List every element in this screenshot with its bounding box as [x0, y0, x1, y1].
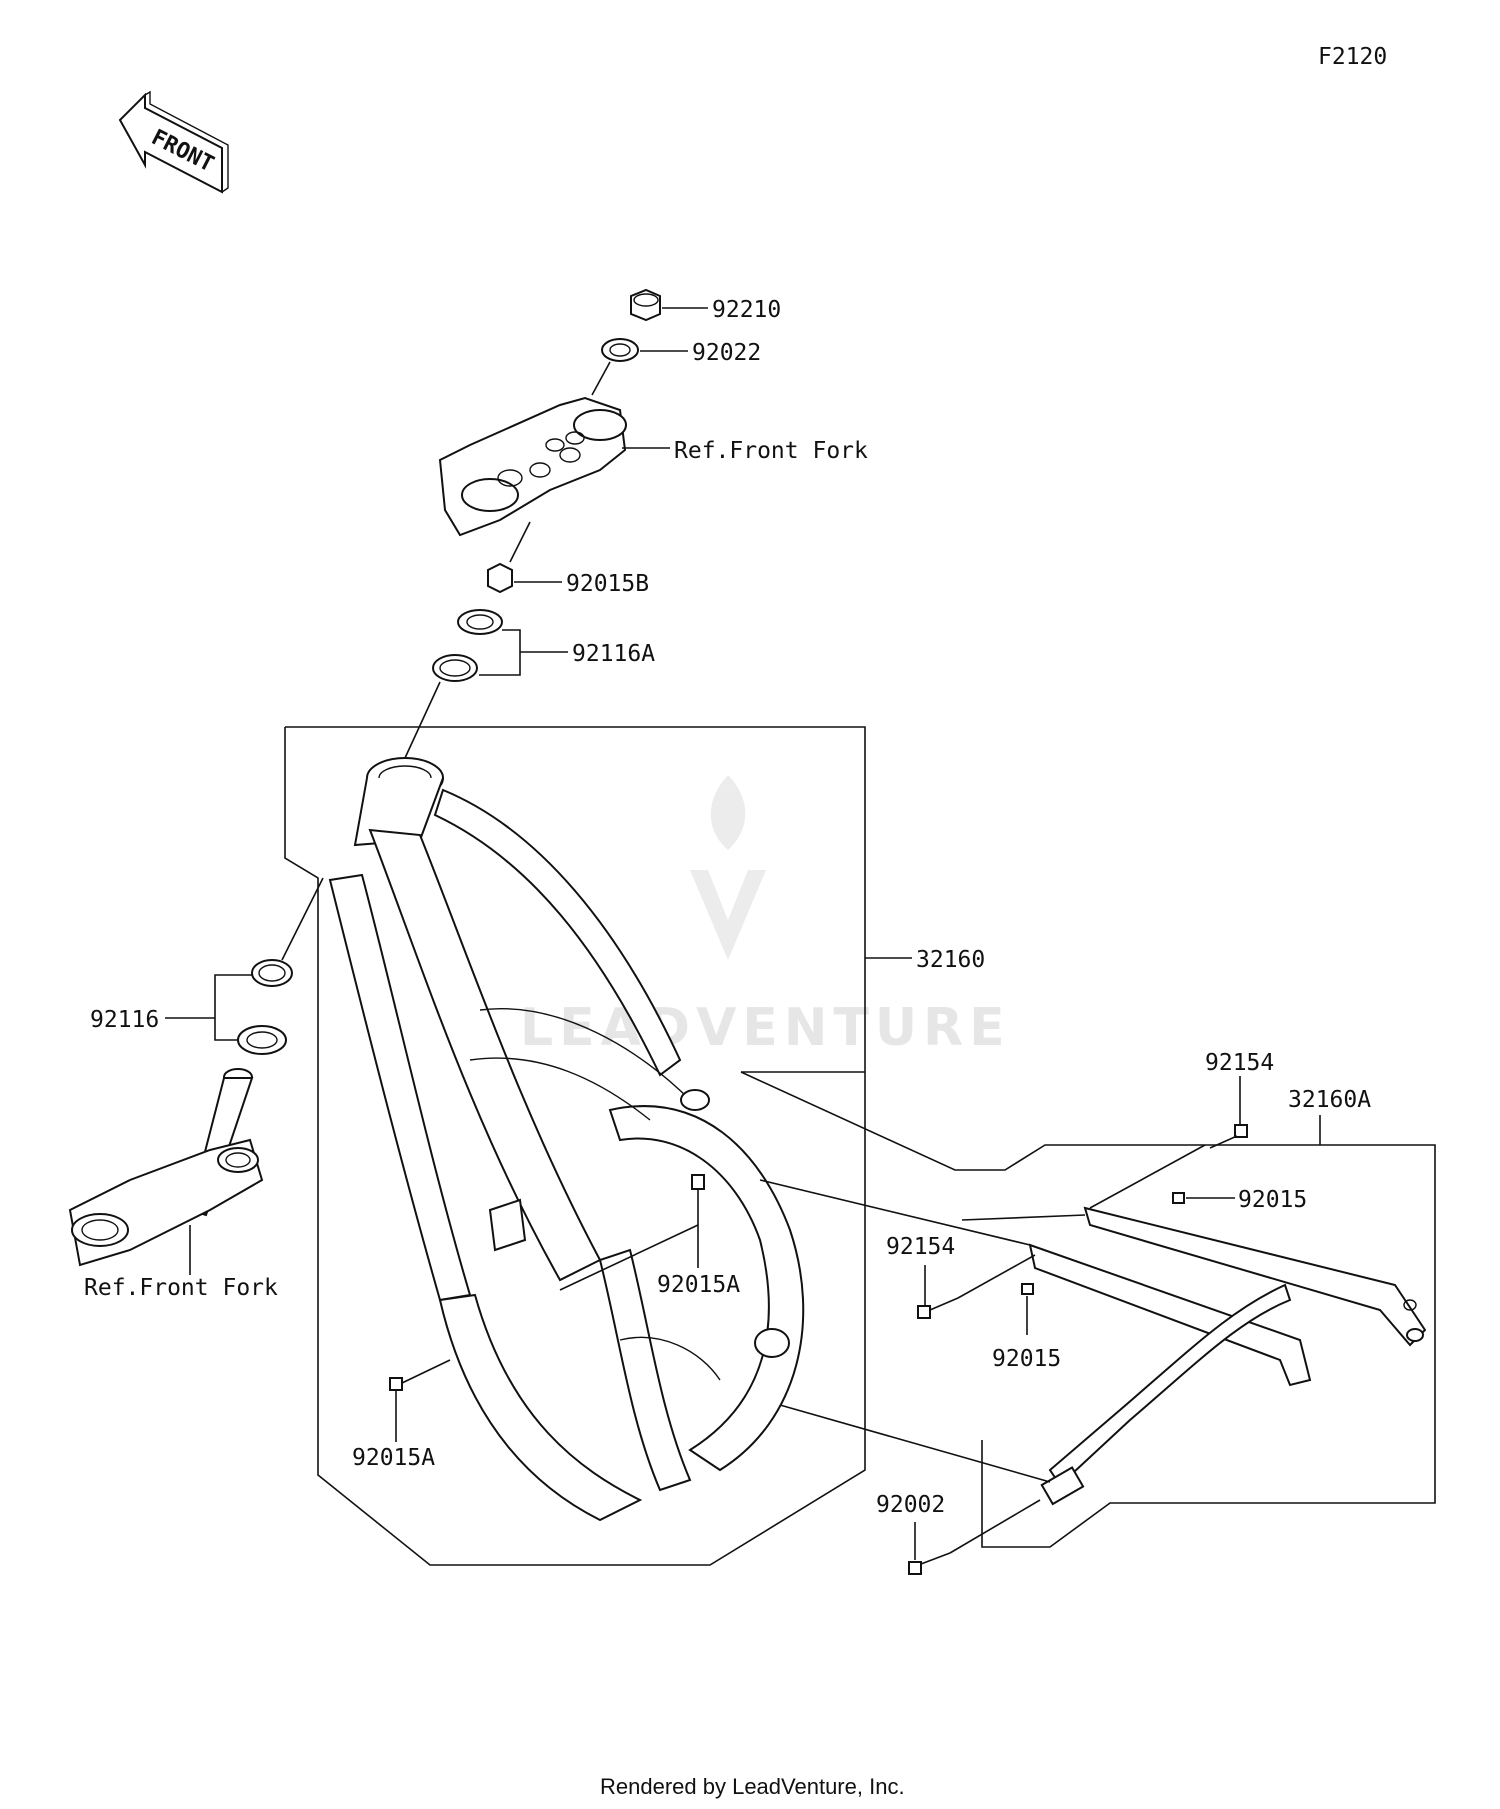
lower-bearing-part — [237, 959, 293, 1055]
callout-92015a-center: 92015A — [657, 1272, 740, 1298]
callout-ref-front-fork-lower: Ref.Front Fork — [84, 1275, 278, 1301]
subframe-part — [1028, 1206, 1427, 1506]
bolt-92015a-center-part — [691, 1174, 705, 1200]
front-arrow-icon: FRONT — [118, 90, 229, 194]
callout-92154-left: 92154 — [886, 1234, 955, 1260]
callout-92015b: 92015B — [566, 571, 649, 597]
washer-part — [601, 338, 639, 362]
nut-92015b-part — [487, 562, 513, 594]
upper-bearing-part — [432, 609, 503, 682]
bolt-92002-part — [908, 1552, 951, 1575]
watermark-text: LEADVENTURE — [520, 998, 1011, 1058]
lower-triple-clamp-part — [68, 1068, 264, 1267]
leadventure-watermark: LEADVENTURE — [520, 775, 1011, 1058]
upper-triple-clamp-part — [438, 396, 627, 537]
callout-92154-top: 92154 — [1205, 1050, 1274, 1076]
footer-credit: Rendered by LeadVenture, Inc. — [600, 1774, 905, 1799]
callout-32160: 32160 — [916, 947, 985, 973]
callout-92002: 92002 — [876, 1492, 945, 1518]
main-frame-part — [328, 757, 805, 1522]
callout-92015a-lower: 92015A — [352, 1445, 435, 1471]
callout-92116: 92116 — [90, 1007, 159, 1033]
bolt-92154-top-part — [1209, 1124, 1248, 1149]
callout-92116a: 92116A — [572, 641, 655, 667]
callout-92015-below: 92015 — [992, 1346, 1061, 1372]
callout-32160a: 32160A — [1288, 1087, 1371, 1113]
callout-ref-front-fork-upper: Ref.Front Fork — [674, 438, 868, 464]
page-code: F2120 — [1318, 44, 1387, 70]
callout-92022: 92022 — [692, 340, 761, 366]
callout-92210: 92210 — [712, 297, 781, 323]
callout-92015-right: 92015 — [1238, 1187, 1307, 1213]
bolt-92015-below-part — [1021, 1283, 1034, 1295]
bolt-92154-left-part — [917, 1297, 959, 1319]
bolt-92015-right-part — [1172, 1192, 1185, 1204]
bolt-92015a-lower-part — [389, 1377, 403, 1391]
top-nut-part — [630, 288, 661, 322]
